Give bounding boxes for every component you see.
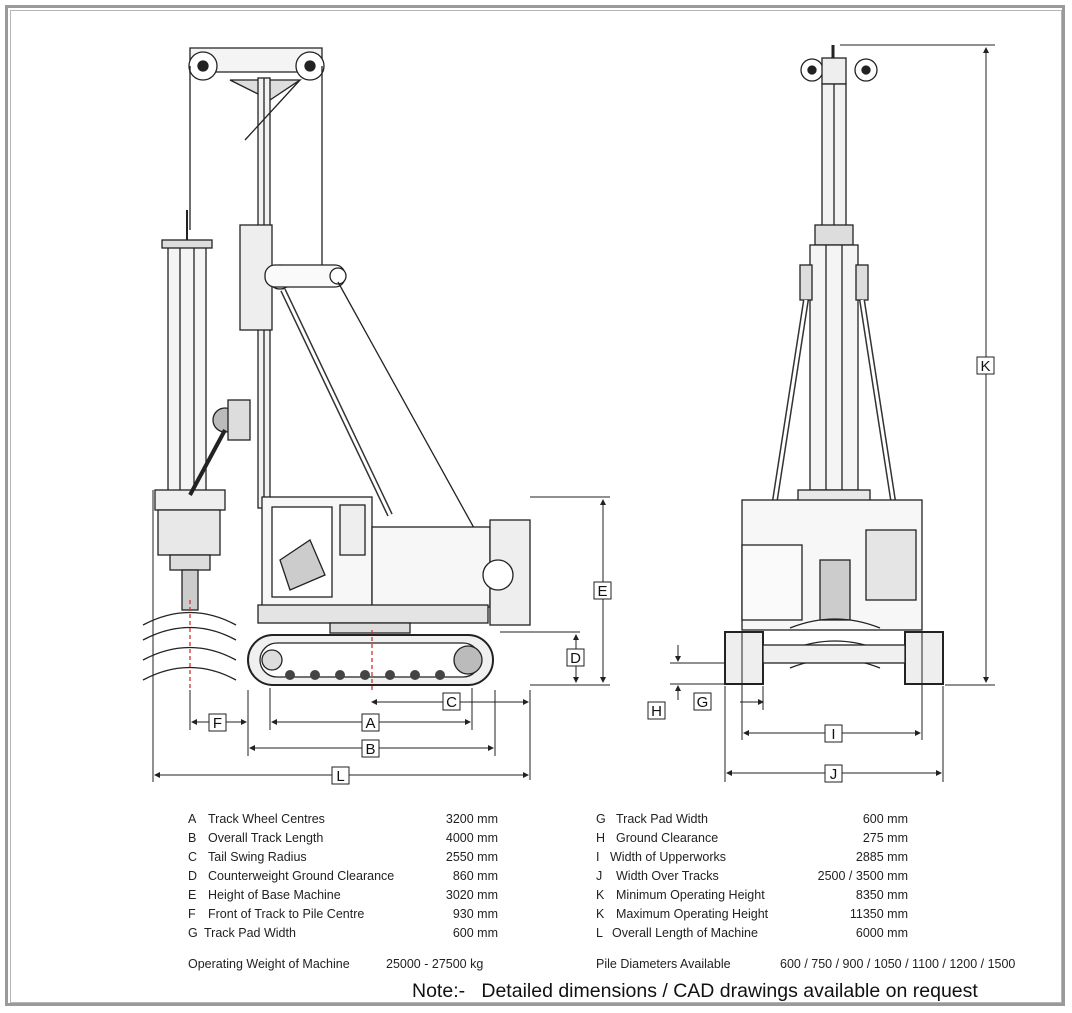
spec-letter: C (188, 850, 198, 864)
svg-text:J: J (830, 766, 838, 783)
spec-value: 2550 mm (445, 850, 498, 864)
spec-row: G Track Pad Width 600 mm (188, 924, 498, 943)
spec-row: L Overall Length of Machine 6000 mm (596, 924, 908, 943)
pile-diameters-label: Pile Diameters Available (596, 957, 731, 971)
spec-desc: Ground Clearance (616, 831, 719, 845)
marker-c: C (442, 692, 461, 711)
marker-d: D (566, 648, 585, 667)
svg-text:I: I (831, 726, 835, 743)
dimension-marker-boxes: A B C D E F G H I J K L (208, 356, 995, 785)
marker-e: E (593, 581, 612, 600)
spec-row: K Maximum Operating Height 11350 mm (596, 905, 908, 924)
spec-desc: Overall Length of Machine (612, 926, 758, 940)
marker-b: B (361, 739, 380, 758)
spec-row: D Counterweight Ground Clearance 860 mm (188, 867, 498, 886)
svg-text:C: C (446, 694, 457, 711)
spec-desc: Track Pad Width (204, 926, 296, 940)
spec-desc: Height of Base Machine (208, 888, 341, 902)
spec-value: 3200 mm (445, 812, 498, 826)
spec-row: C Tail Swing Radius 2550 mm (188, 848, 498, 867)
svg-text:D: D (570, 650, 581, 667)
spec-letter: F (188, 907, 196, 921)
spec-letter: G (596, 812, 606, 826)
spec-letter: G (188, 926, 198, 940)
spec-letter: K (596, 907, 605, 921)
spec-desc: Maximum Operating Height (616, 907, 769, 921)
svg-text:G: G (697, 694, 709, 711)
spec-letter: A (188, 812, 197, 826)
specs-left-table: A Track Wheel Centres 3200 mm B Overall Tra… (188, 810, 498, 943)
inner-frame (10, 10, 1062, 1003)
spec-letter: H (596, 831, 606, 845)
spec-row: G Track Pad Width 600 mm (596, 810, 908, 829)
outer-frame (5, 5, 1065, 1006)
spec-row: E Height of Base Machine 3020 mm (188, 886, 498, 905)
spec-desc: Overall Track Length (208, 831, 324, 845)
side-view-machine (142, 47, 531, 690)
spec-desc: Width Over Tracks (616, 869, 719, 883)
spec-desc: Minimum Operating Height (616, 888, 765, 902)
cad-note: Note:- Detailed dimensions / CAD drawing… (412, 980, 978, 1003)
spec-value: 3020 mm (445, 888, 498, 902)
spec-row: B Overall Track Length 4000 mm (188, 829, 498, 848)
marker-f: F (208, 713, 227, 732)
svg-text:A: A (365, 715, 375, 732)
spec-letter: E (188, 888, 197, 902)
marker-l: L (331, 766, 350, 785)
spec-row: F Front of Track to Pile Centre 930 mm (188, 905, 498, 924)
marker-g: G (693, 692, 712, 711)
marker-a: A (361, 713, 380, 732)
marker-h: H (647, 701, 666, 720)
note-text: Detailed dimensions / CAD drawings avail… (481, 980, 978, 1002)
spec-value: 2885 mm (855, 850, 908, 864)
spec-value: 6000 mm (855, 926, 908, 940)
spec-row: A Track Wheel Centres 3200 mm (188, 810, 498, 829)
front-view-machine (724, 45, 944, 685)
svg-text:K: K (980, 358, 990, 375)
spec-row: K Minimum Operating Height 8350 mm (596, 886, 908, 905)
spec-desc: Front of Track to Pile Centre (208, 907, 365, 921)
marker-j: J (824, 764, 843, 783)
technical-drawing: A B C D E F G H I J K L (142, 44, 995, 785)
spec-desc: Tail Swing Radius (208, 850, 307, 864)
spec-letter: L (596, 926, 603, 940)
spec-desc: Width of Upperworks (610, 850, 727, 864)
spec-row: H Ground Clearance 275 mm (596, 829, 908, 848)
spec-letter: K (596, 888, 605, 902)
svg-text:E: E (597, 583, 607, 600)
spec-desc: Track Wheel Centres (208, 812, 325, 826)
spec-value: 2500 / 3500 mm (817, 869, 908, 883)
spec-value: 600 mm (862, 812, 908, 826)
spec-row: I Width of Upperworks 2885 mm (596, 848, 908, 867)
spec-row: J Width Over Tracks 2500 / 3500 mm (596, 867, 908, 886)
spec-value: 860 mm (452, 869, 498, 883)
spec-value: 600 mm (452, 926, 498, 940)
spec-value: 4000 mm (445, 831, 498, 845)
spec-letter: D (188, 869, 198, 883)
operating-weight-label: Operating Weight of Machine (188, 957, 350, 971)
spec-letter: J (596, 869, 603, 883)
svg-text:L: L (336, 768, 344, 785)
spec-desc: Track Pad Width (616, 812, 708, 826)
marker-k: K (976, 356, 995, 375)
marker-i: I (824, 724, 843, 743)
spec-value: 275 mm (862, 831, 908, 845)
specs-right-table: G Track Pad Width 600 mm H Ground Clearance… (596, 810, 908, 943)
spec-value: 930 mm (452, 907, 498, 921)
spec-letter: I (596, 850, 600, 864)
svg-text:F: F (213, 715, 222, 732)
operating-weight-value: 25000 - 27500 kg (386, 957, 484, 971)
svg-text:B: B (365, 741, 375, 758)
spec-letter: B (188, 831, 197, 845)
spec-value: 8350 mm (855, 888, 908, 902)
note-prefix: Note:- (412, 980, 466, 1002)
pile-diameters-value: 600 / 750 / 900 / 1050 / 1100 / 1200 / 1… (780, 957, 1016, 971)
svg-text:H: H (651, 703, 662, 720)
spec-value: 11350 mm (849, 907, 908, 921)
spec-desc: Counterweight Ground Clearance (208, 869, 395, 883)
